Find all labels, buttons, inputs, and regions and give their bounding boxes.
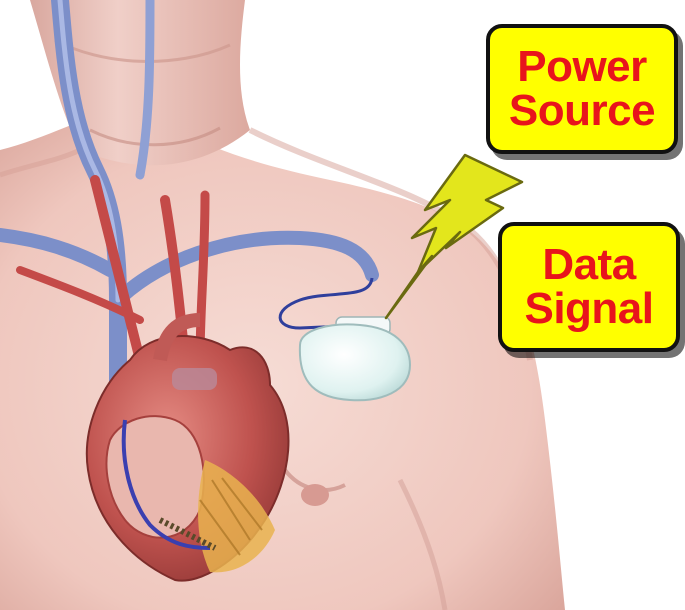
power-source-callout: Power Source: [486, 24, 678, 154]
data-signal-line-1: Data: [542, 243, 635, 287]
power-source-line-1: Power: [517, 45, 647, 89]
nipple: [301, 484, 329, 506]
power-source-line-2: Source: [509, 89, 655, 133]
data-signal-callout: Data Signal: [498, 222, 680, 352]
data-signal-line-2: Signal: [524, 287, 653, 331]
